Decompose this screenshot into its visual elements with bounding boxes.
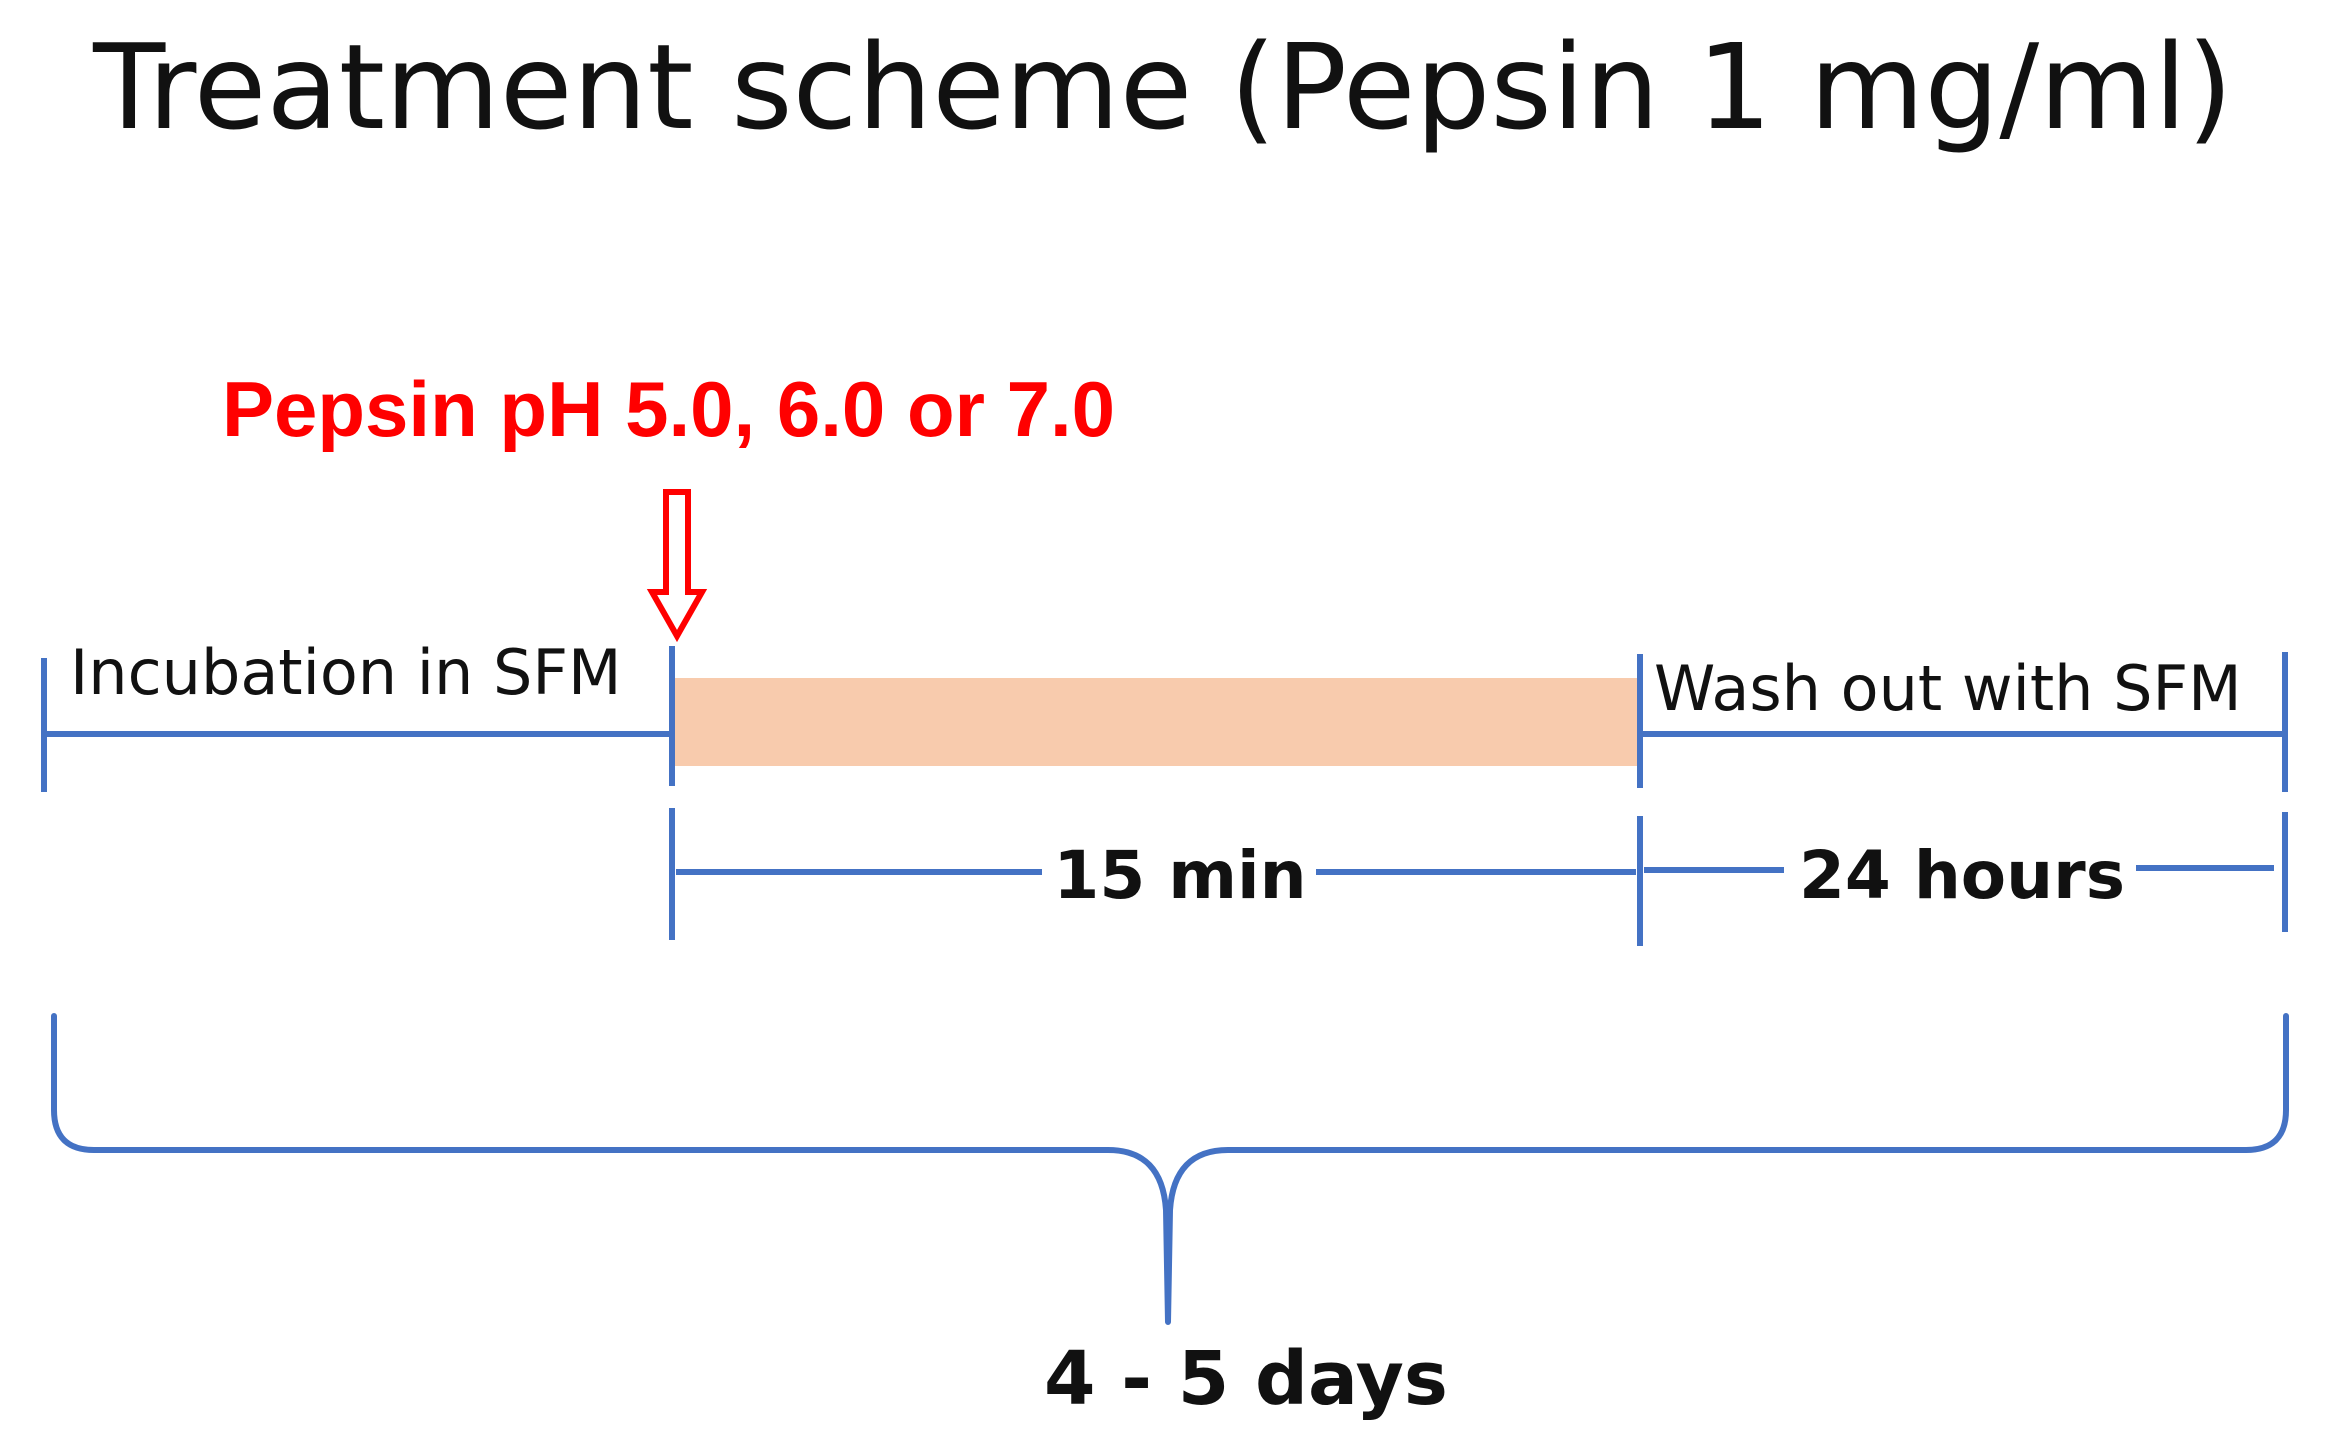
diagram-title: Treatment scheme (Pepsin 1 mg/ml) (92, 18, 2233, 156)
incubation-label: Incubation in SFM (70, 636, 622, 709)
total-duration-label: 4 - 5 days (1044, 1336, 1448, 1422)
treatment-bar (672, 678, 1640, 766)
washout-duration-label: 24 hours (1799, 837, 2125, 914)
treatment-duration-label: 15 min (1053, 837, 1306, 914)
treatment-label: Pepsin pH 5.0, 6.0 or 7.0 (222, 365, 1115, 453)
timeline (41, 646, 2288, 946)
total-duration-brace (51, 1013, 2289, 1325)
down-arrow-icon (646, 489, 708, 643)
washout-label: Wash out with SFM (1654, 652, 2242, 725)
